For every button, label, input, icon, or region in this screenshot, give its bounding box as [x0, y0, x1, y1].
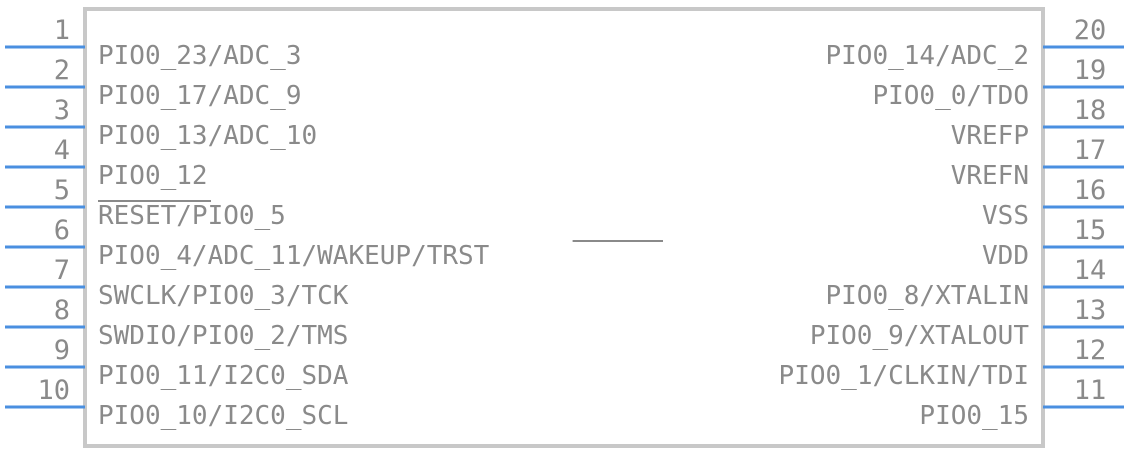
pin-label: PIO0_11/I2C0_SDA — [98, 361, 349, 391]
pin-label: PIO0_12 — [98, 161, 208, 191]
pin-label: PIO0_9/XTALOUT — [810, 321, 1029, 351]
pin-number: 20 — [1074, 15, 1107, 46]
pin-label: PIO0_14/ADC_2 — [826, 41, 1030, 71]
pin-label: PIO0_4/ADC_11/WAKEUP/TRST — [98, 241, 490, 271]
pin-number: 1 — [54, 15, 70, 46]
pin-number: 19 — [1074, 55, 1107, 86]
pin-number: 15 — [1074, 215, 1107, 246]
pin-label: PIO0_8/XTALIN — [826, 281, 1030, 311]
pin-number: 14 — [1074, 255, 1107, 286]
ic-body — [83, 7, 1045, 448]
pin-number: 7 — [54, 255, 70, 286]
pin-label: PIO0_13/ADC_10 — [98, 121, 317, 151]
pin-label: PIO0_23/ADC_3 — [98, 41, 302, 71]
pin-number: 8 — [54, 295, 70, 326]
pin-number: 11 — [1074, 375, 1107, 406]
pin-number: 10 — [37, 375, 70, 406]
pin-number: 9 — [54, 335, 70, 366]
left-pins: 1PIO0_23/ADC_32PIO0_17/ADC_93PIO0_13/ADC… — [5, 15, 663, 431]
pin-label: PIO0_0/TDO — [872, 81, 1029, 111]
pin-label: SWCLK/PIO0_3/TCK — [98, 281, 349, 311]
pin-label: VREFP — [951, 121, 1029, 151]
pin-label: VDD — [982, 241, 1029, 271]
pin-number: 3 — [54, 95, 70, 126]
pin-number: 16 — [1074, 175, 1107, 206]
pin-number: 13 — [1074, 295, 1107, 326]
pin-label: RESET/PIO0_5 — [98, 201, 286, 231]
pin-number: 18 — [1074, 95, 1107, 126]
pin-label: PIO0_1/CLKIN/TDI — [779, 361, 1029, 391]
pin-number: 5 — [54, 175, 70, 206]
pin-label: PIO0_15 — [919, 401, 1029, 431]
pin-number: 4 — [54, 135, 70, 166]
pin-label: PIO0_17/ADC_9 — [98, 81, 302, 111]
pin-number: 12 — [1074, 335, 1107, 366]
pin-number: 6 — [54, 215, 70, 246]
pin-number: 17 — [1074, 135, 1107, 166]
pin-label: SWDIO/PIO0_2/TMS — [98, 321, 348, 351]
pin-number: 2 — [54, 55, 70, 86]
pin-label: VSS — [982, 201, 1029, 231]
pin-label: VREFN — [951, 161, 1029, 191]
pin-label: PIO0_10/I2C0_SCL — [98, 401, 348, 431]
